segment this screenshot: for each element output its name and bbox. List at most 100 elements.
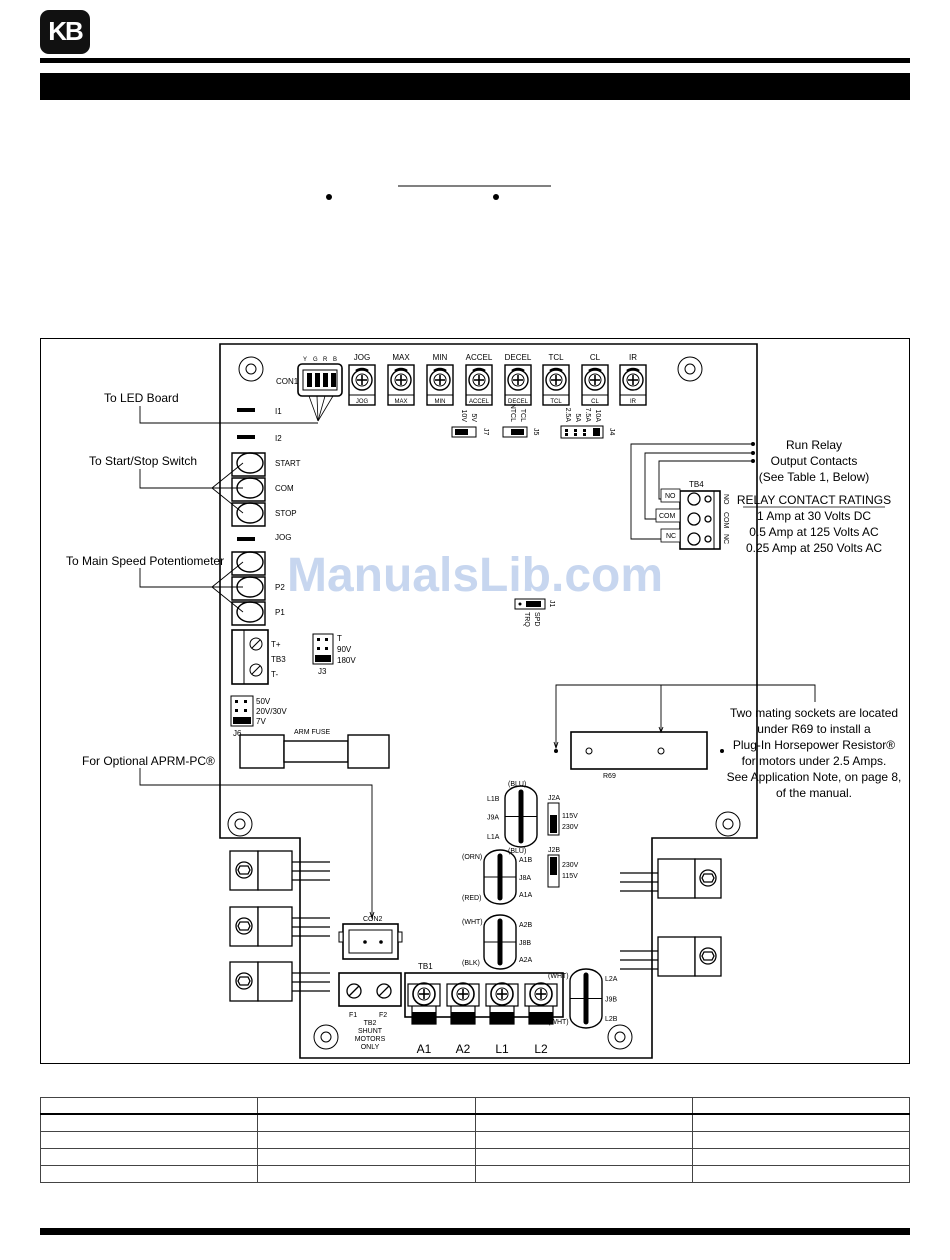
svg-text:2.5A: 2.5A [564, 408, 571, 423]
con1-pin-label: Y [303, 357, 307, 363]
board-outline [219, 343, 758, 1059]
jumper-j3: T 90V 180V J3 [312, 633, 356, 676]
svg-text:L2B: L2B [605, 1016, 618, 1023]
trimpot-top-label: JOG [354, 353, 370, 362]
svg-text:J9A: J9A [487, 815, 499, 822]
svg-text:ONLY: ONLY [361, 1044, 380, 1051]
trimpot-top-label: DECEL [505, 353, 532, 362]
svg-text:10A: 10A [594, 410, 601, 423]
svg-text:MOTORS: MOTORS [355, 1036, 386, 1043]
trimpot-top-label: MAX [392, 353, 410, 362]
kb-logo: KB [40, 10, 90, 54]
svg-text:(BLU): (BLU) [508, 848, 526, 855]
tplus-label: T+ [271, 640, 281, 649]
svg-text:R69: R69 [603, 773, 616, 780]
svg-text:TRQ: TRQ [523, 612, 530, 627]
svg-text:J4: J4 [608, 428, 615, 436]
svg-text:230V: 230V [562, 862, 579, 869]
title-band [40, 73, 910, 100]
svg-text:180V: 180V [337, 656, 356, 665]
trimpot-top-label: CL [590, 353, 601, 362]
svg-text:Plug-In Horsepower Resistor®: Plug-In Horsepower Resistor® [733, 738, 895, 752]
svg-text:NO: NO [665, 493, 676, 500]
tb1-term-l2: L2 [524, 982, 558, 1056]
trimpot-bottom-label: IR [630, 399, 637, 405]
svg-text:SHUNT: SHUNT [358, 1028, 383, 1035]
svg-text:ARM FUSE: ARM FUSE [294, 729, 331, 736]
svg-text:NC: NC [722, 534, 729, 544]
footer-rule [40, 1228, 910, 1235]
svg-text:50V: 50V [256, 697, 271, 706]
jumper-loops: L1BJ9AL1A(BLU)(BLU)A1BJ8AA1A(ORN)(RED)A2… [462, 781, 618, 1029]
watermark: ManualsLib.com [286, 549, 664, 602]
con2-connector: CON2 [338, 916, 403, 960]
tb1-term-a2: A2 [446, 982, 480, 1056]
svg-text:(WHT): (WHT) [462, 919, 483, 926]
svg-text:Two mating sockets are located: Two mating sockets are located [730, 706, 898, 720]
jumper-j1: SPD TRQ J1 [514, 598, 555, 627]
tb1-term-label: A1 [417, 1042, 432, 1056]
jog-label: JOG [275, 533, 291, 542]
tb3-label: TB3 [271, 655, 286, 664]
svg-text:10V: 10V [460, 410, 467, 423]
tb1-term-label: A2 [456, 1042, 471, 1056]
svg-text:TB1: TB1 [418, 962, 433, 971]
svg-text:F2: F2 [379, 1012, 387, 1019]
trimpot-top-label: ACCEL [466, 353, 493, 362]
trimpot-bottom-label: MAX [394, 399, 407, 405]
aprm-callout: For Optional APRM-PC® [82, 754, 215, 768]
svg-text:J5: J5 [532, 428, 539, 436]
trimpot-max: MAX MAX [387, 353, 415, 406]
trimpot-bottom-label: TCL [550, 399, 562, 405]
svg-text:of the manual.: of the manual. [776, 786, 852, 800]
svg-text:7V: 7V [256, 717, 266, 726]
svg-text:COM: COM [659, 513, 676, 520]
svg-text:T: T [337, 634, 342, 643]
jumper-j4: 2.5A 5A 7.5A 10A J4 [560, 408, 615, 439]
svg-text:1 Amp at 30 Volts DC: 1 Amp at 30 Volts DC [757, 509, 871, 523]
svg-text:(ORN): (ORN) [462, 854, 482, 861]
svg-text:See Application Note, on page: See Application Note, on page 8, [727, 770, 902, 784]
com-label: COM [275, 484, 294, 493]
svg-text:7.5A: 7.5A [584, 408, 591, 423]
trimpot-bottom-label: MIN [435, 399, 446, 405]
table-row [39, 1131, 911, 1149]
svg-text:NTCL: NTCL [509, 404, 516, 422]
svg-text:A1A: A1A [519, 892, 533, 899]
con1-connector: CON1 Y G R B [276, 357, 343, 422]
svg-text:Run Relay: Run Relay [786, 438, 842, 452]
svg-text:NO: NO [722, 494, 729, 505]
svg-text:J1: J1 [548, 600, 555, 608]
header-rule [40, 58, 910, 63]
table-row [39, 1097, 911, 1115]
svg-text:F1: F1 [349, 1012, 357, 1019]
svg-text:for motors under 2.5 Amps.: for motors under 2.5 Amps. [742, 754, 887, 768]
svg-text:115V: 115V [562, 813, 578, 820]
trimpot-bottom-label: JOG [356, 399, 369, 405]
i2-label: I2 [275, 434, 282, 443]
svg-text:0.25 Amp at 250 Volts AC: 0.25 Amp at 250 Volts AC [746, 541, 882, 555]
tb1-term-label: L2 [534, 1042, 548, 1056]
svg-text:(RED): (RED) [462, 895, 481, 902]
svg-text:0.5 Amp at 125 Volts AC: 0.5 Amp at 125 Volts AC [749, 525, 879, 539]
svg-text:J2A: J2A [548, 795, 560, 802]
stop-label: STOP [275, 509, 297, 518]
i1-label: I1 [275, 407, 282, 416]
svg-text:(WHT): (WHT) [548, 973, 569, 980]
svg-text:230V: 230V [562, 824, 579, 831]
svg-text:J6: J6 [233, 729, 242, 738]
svg-text:CON2: CON2 [363, 916, 383, 923]
svg-text:L1B: L1B [487, 796, 500, 803]
trimpot-row: JOGJOGMAXMAXMINMINACCELACCELDECELDECELTC… [348, 353, 647, 406]
svg-text:115V: 115V [562, 873, 578, 880]
